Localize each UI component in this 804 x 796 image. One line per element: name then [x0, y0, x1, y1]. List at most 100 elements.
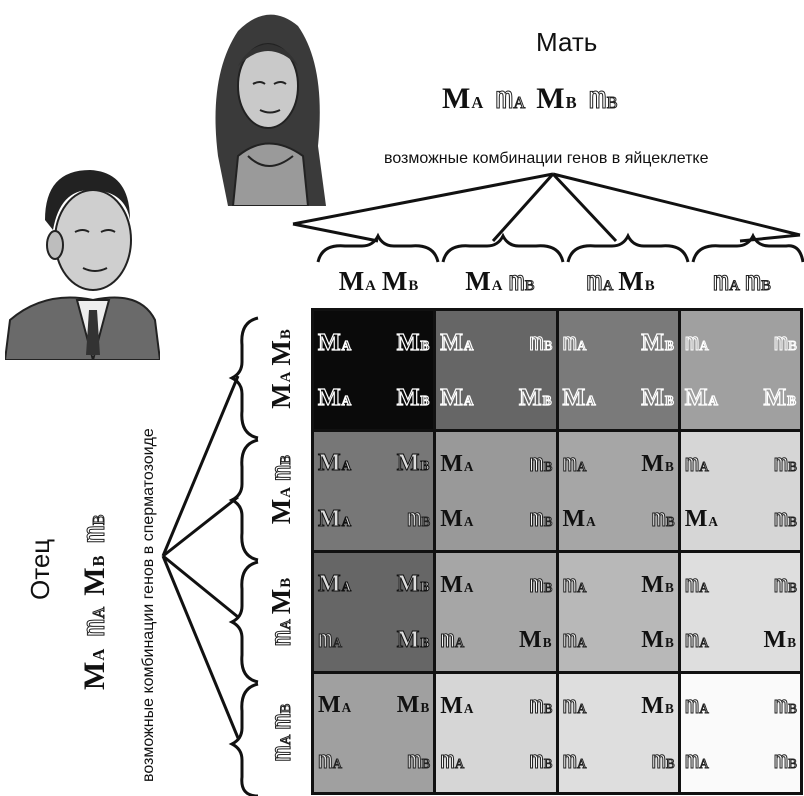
cell-gene-0-0-1-0: MA	[317, 384, 352, 411]
sperm-gene-1-0: MA	[266, 486, 296, 525]
egg-genes-in-cell: mA MB	[562, 449, 674, 477]
cell-gene-0-1-1-1: MB	[518, 384, 552, 411]
cell-gene-1-1-0-0: MA	[440, 451, 474, 477]
sperm-gene-0-0: MA	[266, 371, 296, 409]
sperm-combination-3: mA mB	[266, 674, 298, 792]
cell-gene-3-0-0-0: MA	[318, 692, 352, 719]
cell-gene-3-1-0-1: mB	[529, 691, 553, 719]
egg-gene-2-0: mA	[586, 266, 614, 297]
grid-cell-r1-c1: MA mB MA mB	[436, 432, 556, 550]
cell-gene-2-0-0-1: MB	[396, 571, 430, 598]
cell-gene-2-1-0-0: MA	[440, 572, 474, 598]
cell-gene-1-0-1-0: MA	[318, 505, 352, 532]
cell-gene-1-3-0-0: mA	[684, 449, 709, 477]
cell-gene-0-3-1-0: MA	[684, 384, 718, 411]
egg-genes-in-cell: mA mB	[684, 328, 797, 357]
cell-gene-2-1-1-1: MB	[519, 627, 552, 653]
cell-gene-1-2-0-0: mA	[562, 449, 587, 477]
cell-gene-3-2-1-1: mB	[651, 746, 675, 774]
cell-gene-2-1-1-0: mA	[440, 625, 465, 653]
mother-gene-1: mA	[495, 81, 526, 116]
cell-gene-1-0-0-1: MB	[396, 450, 430, 477]
egg-gene-0-1: MB	[381, 266, 419, 296]
cell-gene-2-3-0-1: mB	[773, 570, 797, 598]
cell-gene-2-3-1-0: mA	[684, 625, 709, 653]
cell-gene-3-2-1-0: mA	[562, 746, 587, 774]
cell-gene-0-1-0-1: mB	[529, 328, 553, 357]
sperm-genes-in-cell: MA mB	[684, 504, 798, 532]
cell-gene-2-2-0-1: MB	[641, 572, 674, 598]
egg-gene-3-1: mB	[744, 266, 771, 297]
cell-gene-2-3-0-0: mA	[684, 570, 709, 598]
egg-gene-2-1: MB	[618, 266, 655, 296]
cell-gene-1-1-1-1: mB	[529, 504, 553, 532]
egg-gene-1-0: MA	[465, 266, 503, 296]
cell-gene-0-2-1-0: MA	[562, 384, 596, 411]
egg-genes-in-cell: mA MB	[562, 570, 674, 598]
cell-gene-0-0-0-0: MA	[317, 329, 352, 356]
cell-gene-0-3-0-1: mB	[773, 328, 797, 357]
sperm-gene-3-1: mB	[266, 704, 298, 730]
cell-gene-0-3-0-0: mA	[684, 328, 709, 357]
egg-gene-3-0: mA	[712, 266, 740, 297]
cell-gene-1-2-1-0: MA	[562, 506, 596, 532]
cell-gene-2-2-0-0: mA	[562, 570, 587, 598]
cell-gene-3-3-1-0: mA	[684, 746, 709, 774]
father-portrait-illustration	[5, 170, 160, 360]
cell-gene-0-3-1-1: MB	[763, 384, 797, 411]
grid-cell-r0-c3: mA mB MA MB	[680, 311, 800, 429]
cell-gene-1-1-1-0: MA	[440, 506, 474, 532]
sperm-genes-in-cell: MA mB	[318, 503, 431, 532]
cell-gene-3-2-0-0: mA	[562, 691, 587, 719]
cell-gene-1-0-1-1: mB	[406, 503, 430, 532]
egg-genes-in-cell: MA mB	[440, 449, 553, 477]
sperm-gene-2-1: MB	[266, 577, 296, 614]
mother-portrait-illustration	[215, 14, 326, 206]
cell-gene-2-0-1-1: MB	[396, 626, 430, 653]
grid-cell-r1-c0: MA MB MA mB	[314, 432, 434, 550]
mother-gene-3: mB	[588, 81, 618, 116]
cell-gene-1-1-0-1: mB	[529, 449, 553, 477]
cell-gene-3-0-1-0: mA	[317, 745, 342, 774]
cell-gene-1-3-1-0: MA	[684, 506, 718, 532]
sperm-gene-3-0: mA	[266, 735, 298, 762]
grid-cell-r2-c3: mA mB mA MB	[680, 553, 800, 671]
cell-gene-3-3-0-0: mA	[684, 691, 709, 719]
cell-gene-1-3-1-1: mB	[773, 504, 797, 532]
cell-gene-1-2-0-1: MB	[641, 451, 674, 477]
sperm-genes-in-cell: mA MB	[440, 625, 552, 653]
cell-gene-0-2-0-0: mA	[562, 328, 587, 357]
cell-gene-2-3-1-1: MB	[763, 627, 796, 653]
cell-gene-3-1-1-1: mB	[529, 746, 553, 774]
